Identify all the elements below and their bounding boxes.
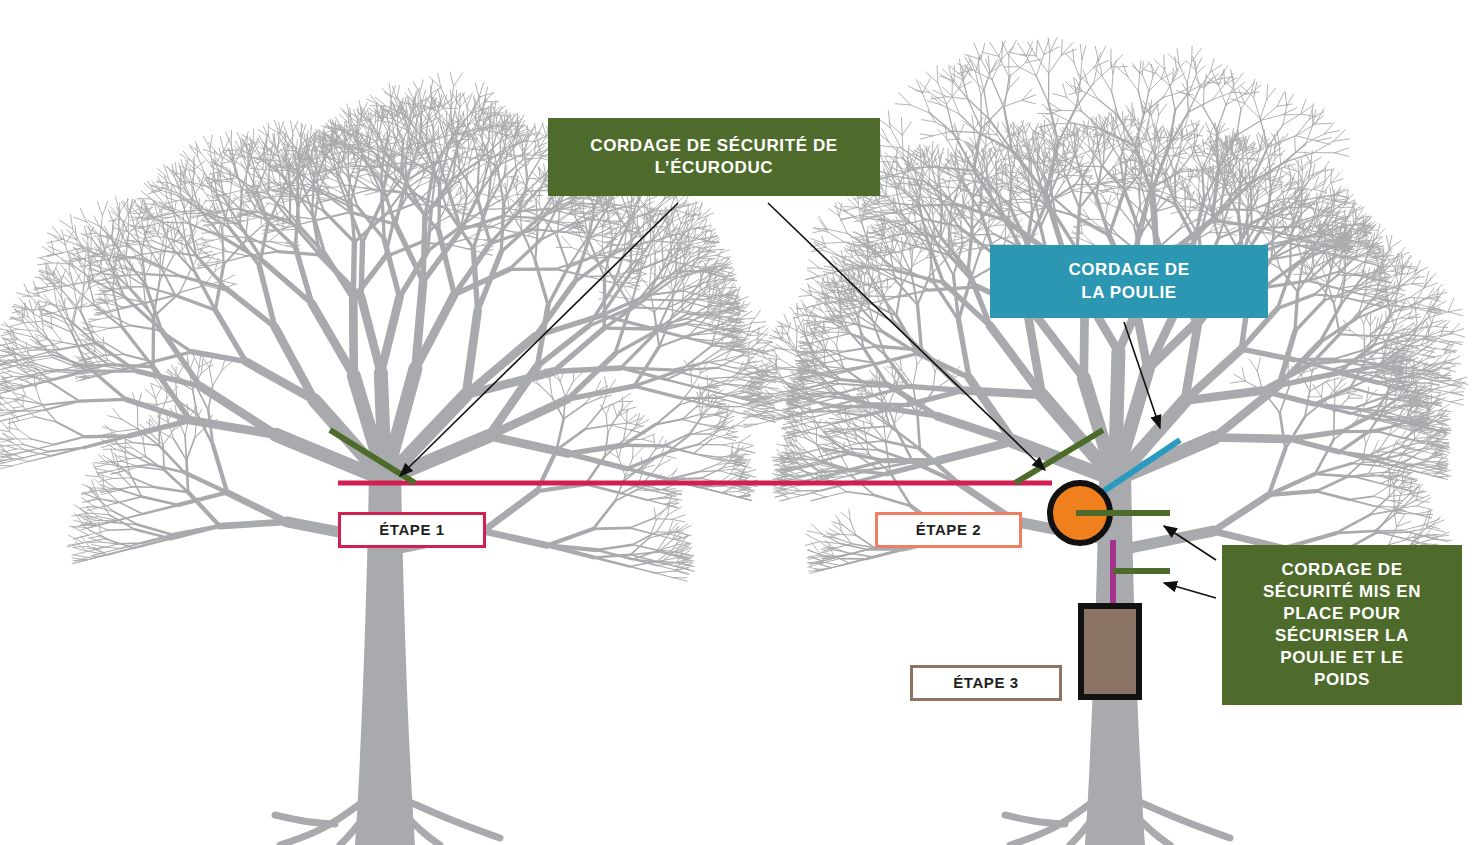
tree-branch (85, 436, 130, 437)
tree-branch (215, 310, 245, 361)
tree-branch (293, 121, 298, 132)
tree-branch (100, 216, 102, 236)
tree-branch (192, 182, 193, 198)
tree-branch (53, 384, 80, 401)
tree-branch (85, 255, 86, 268)
tree-branch (0, 462, 6, 463)
tree-branch (130, 226, 144, 227)
tree-branch (310, 125, 311, 137)
tree-branch (207, 261, 221, 263)
tree-branch (312, 303, 354, 375)
tree-branch (230, 156, 244, 159)
tree-branch (102, 201, 107, 215)
tree-branch (3, 410, 21, 411)
tree-branch (15, 450, 32, 454)
tree-branch (296, 140, 297, 151)
tree-branch (241, 197, 250, 202)
tree-branch (54, 437, 84, 445)
tree-branch (152, 352, 191, 362)
tree-branch (163, 222, 188, 223)
tree-branch (111, 217, 119, 227)
tree-branch (5, 449, 17, 452)
tree-branch (18, 340, 34, 348)
tree-branch (18, 430, 32, 439)
tree-branch (130, 217, 142, 218)
tree-branch (183, 151, 191, 161)
tree-branch (0, 466, 12, 469)
tree-branch (35, 357, 52, 360)
tree-branch (271, 139, 273, 152)
tree-branch (104, 354, 124, 355)
tree-branch (88, 280, 95, 306)
tree-branch (32, 439, 55, 444)
tree-branch (382, 194, 384, 239)
tree-branch (29, 456, 51, 462)
tree-branch (269, 127, 281, 134)
tree-branch (57, 422, 85, 437)
tree-branch (384, 239, 399, 297)
tree-branch (52, 263, 71, 264)
tree-branch (83, 233, 96, 234)
tree-branch (201, 240, 213, 241)
tree-branch (295, 126, 299, 137)
tree-branch (205, 200, 218, 201)
tree-branch (0, 404, 2, 407)
tree-branch (94, 326, 110, 328)
tree-branch (140, 244, 163, 251)
tree-branch (180, 189, 192, 199)
tree-branch (6, 446, 16, 449)
tree-branch (38, 257, 52, 262)
tree-branch (141, 191, 151, 199)
tree-branch (220, 160, 222, 177)
tree-branch (277, 225, 287, 228)
tree-branch (244, 217, 258, 221)
tree-branch (290, 121, 292, 132)
tree-branch (251, 168, 263, 169)
tree-branch (94, 328, 109, 332)
tree-branch (361, 243, 362, 297)
tree-branch (242, 135, 254, 143)
tree-branch (109, 247, 122, 250)
tree-branch (174, 201, 176, 212)
tree-branch (223, 275, 235, 281)
tree-branch (137, 241, 152, 242)
tree-branch (91, 256, 105, 257)
tree-branch (268, 167, 269, 193)
tree-branch (283, 229, 296, 230)
tree-branch (79, 399, 126, 401)
tree-branch (234, 220, 244, 221)
tree-branch (301, 123, 302, 136)
tree-branch (32, 349, 60, 350)
tree-branch (60, 220, 73, 229)
tree-branch (353, 299, 354, 376)
tree-branch (220, 137, 223, 151)
tree-branch (226, 132, 232, 145)
tree-branch (149, 201, 155, 211)
tree-branch (361, 297, 381, 373)
tree-branch (17, 293, 31, 297)
tree-branch (214, 150, 215, 162)
tree-branch (76, 379, 86, 382)
tree-branch (137, 198, 150, 199)
tree-branch (12, 461, 29, 465)
tree-branch (460, 187, 461, 198)
tree-branch (12, 407, 23, 408)
tree-branch (61, 265, 69, 275)
tree-branch (24, 284, 30, 297)
tree-branch (20, 417, 35, 421)
tree-branch (198, 157, 205, 173)
tree-branch (71, 215, 73, 229)
tree-branch (0, 391, 10, 395)
tree-branch (279, 252, 320, 255)
tree-branch (197, 246, 209, 249)
tree-branch (428, 209, 432, 251)
tree-branch (97, 202, 102, 216)
tree-branch (350, 108, 351, 122)
tree-branch (9, 323, 24, 327)
tree-branch (381, 297, 400, 372)
